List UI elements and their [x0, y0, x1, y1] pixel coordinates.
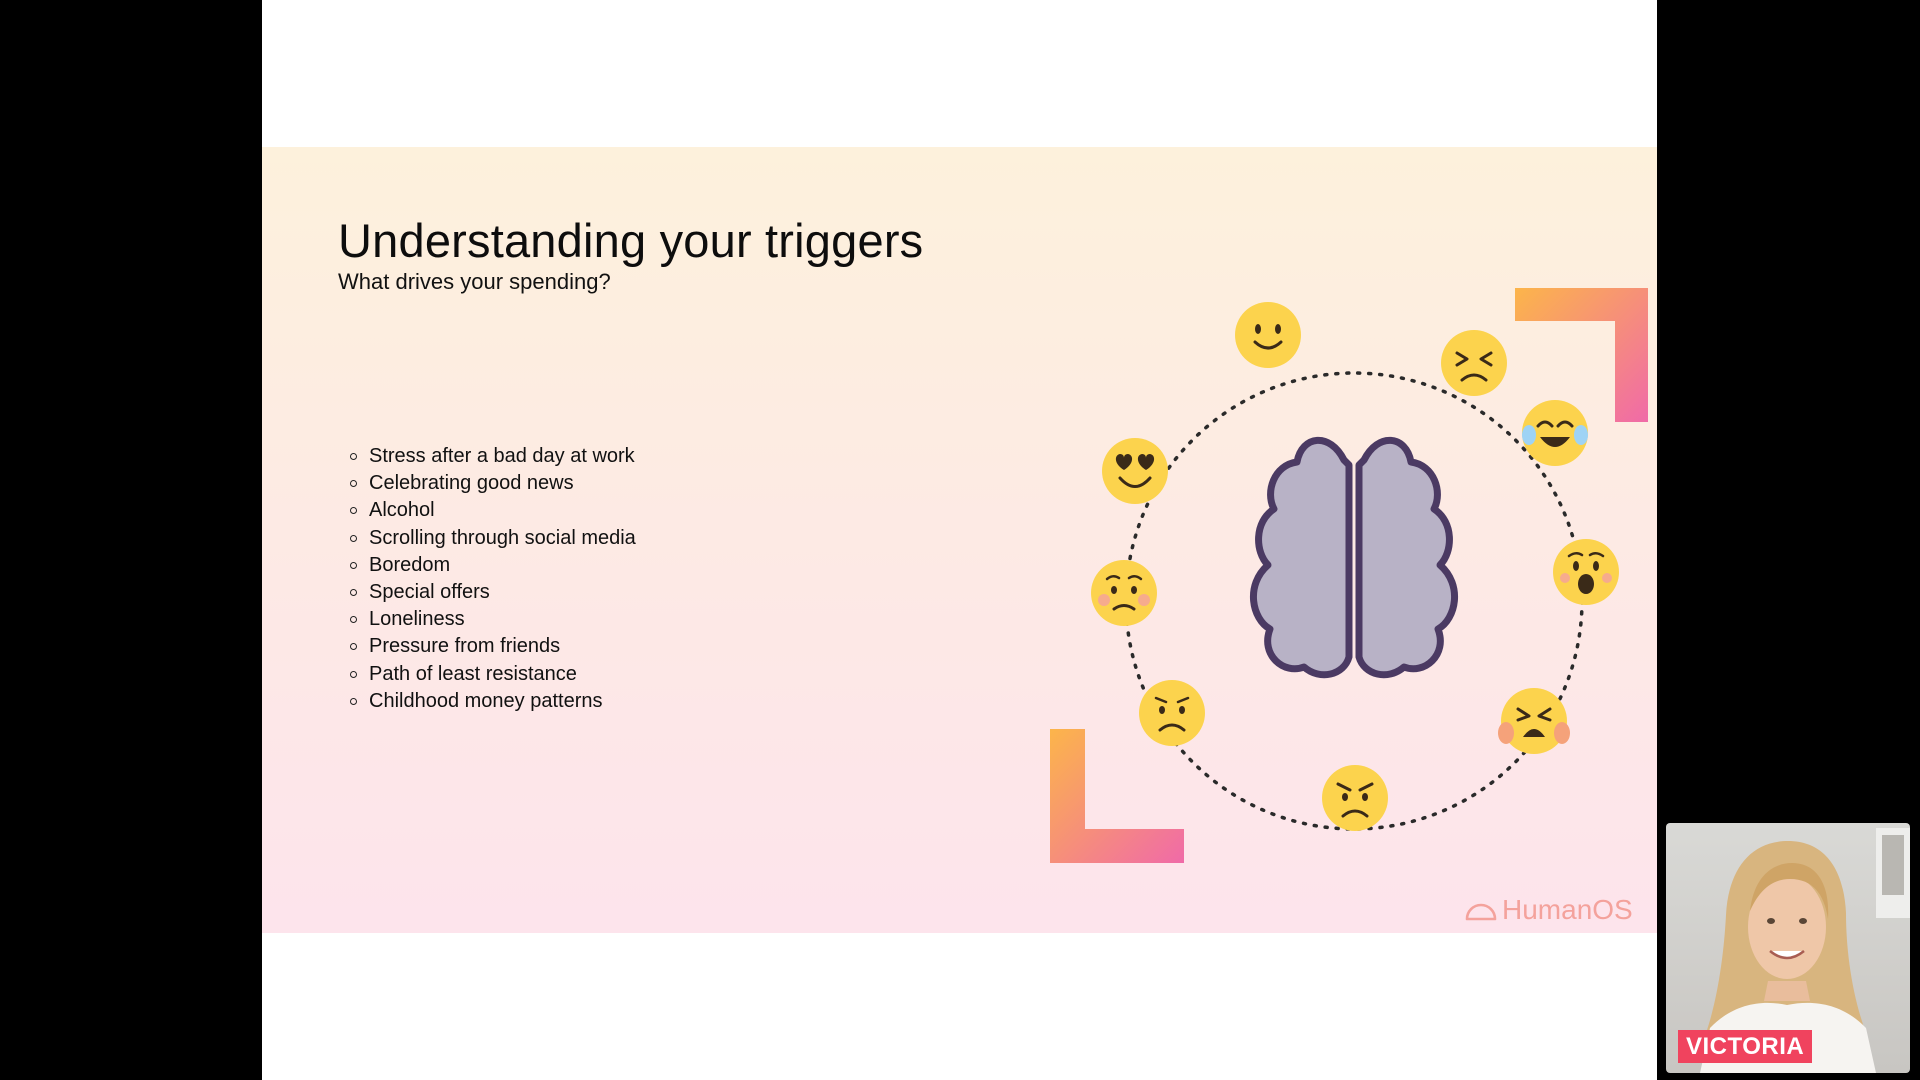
- smiling-face-icon: [1235, 302, 1301, 368]
- trigger-item: Special offers: [350, 579, 636, 606]
- presentation-slide: Understanding your triggers What drives …: [262, 147, 1657, 933]
- screaming-face-icon: [1498, 688, 1570, 754]
- humanos-logo-icon: [1465, 903, 1497, 921]
- dotted-ring: [1124, 371, 1584, 831]
- frowning-face-icon: [1139, 680, 1205, 746]
- trigger-item: Path of least resistance: [350, 661, 636, 688]
- corner-bracket-bottom-left: [1050, 729, 1184, 863]
- participant-name-tag: VICTORIA: [1678, 1030, 1813, 1063]
- emotions-illustration: [1050, 288, 1648, 863]
- brand-name: HumanOS: [1502, 894, 1633, 925]
- slide-subtitle: What drives your spending?: [338, 269, 611, 294]
- trigger-item: Scrolling through social media: [350, 525, 636, 552]
- brand-logo: HumanOS: [1464, 894, 1633, 926]
- trigger-item: Celebrating good news: [350, 470, 636, 497]
- tears-of-joy-face-icon: [1522, 400, 1588, 466]
- surprised-face-icon: [1553, 539, 1619, 605]
- pleading-face-icon: [1091, 560, 1157, 626]
- heart-eyes-face-icon: [1102, 438, 1168, 504]
- trigger-item: Childhood money patterns: [350, 688, 636, 715]
- angry-face-icon: [1322, 765, 1388, 831]
- trigger-item: Stress after a bad day at work: [350, 443, 636, 470]
- brain-icon: [1250, 436, 1458, 679]
- corner-bracket-top-right: [1515, 288, 1648, 422]
- trigger-item: Boredom: [350, 552, 636, 579]
- slide-title: Understanding your triggers: [338, 214, 924, 267]
- slide-frame: Understanding your triggers What drives …: [262, 0, 1657, 1080]
- trigger-list: Stress after a bad day at work Celebrati…: [350, 443, 636, 715]
- webcam-feed: VICTORIA: [1666, 823, 1910, 1073]
- trigger-item: Loneliness: [350, 606, 636, 633]
- tired-face-icon: [1441, 330, 1507, 396]
